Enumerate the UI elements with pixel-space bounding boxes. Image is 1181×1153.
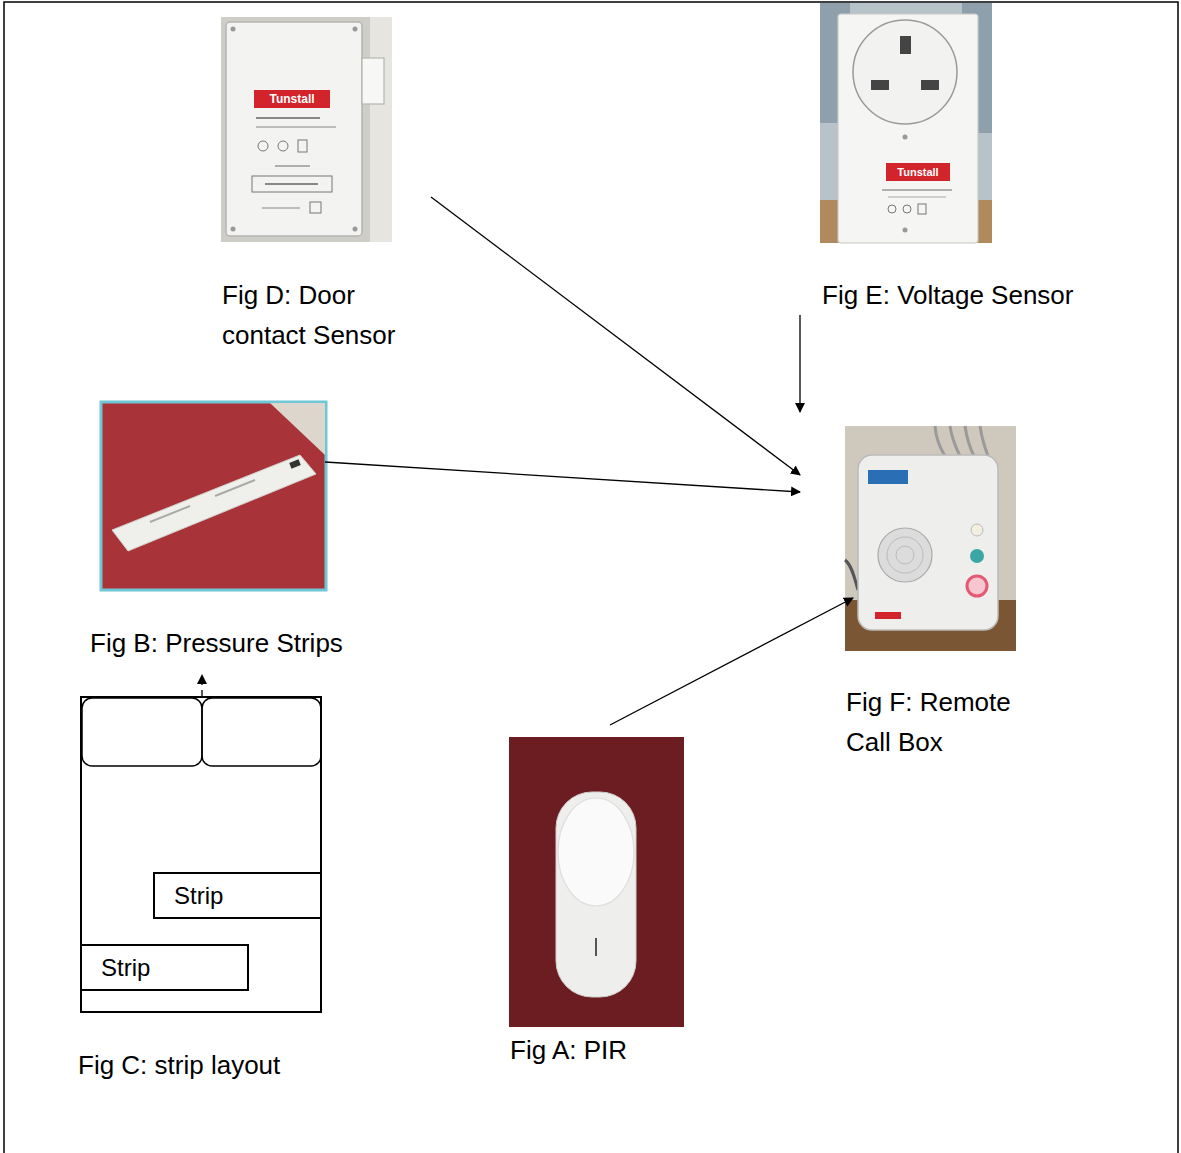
connector-arrow — [610, 598, 853, 725]
figure-caption: Fig D: Door contact Sensor — [222, 275, 415, 355]
pressure-strip-box: Strip — [80, 944, 249, 991]
pressure-strip-box: Strip — [153, 872, 322, 919]
bed-pillows — [82, 698, 321, 766]
call-box-photo — [845, 426, 1016, 651]
connector-arrow — [325, 462, 800, 492]
figure-box: Fig D: Door contact Sensor — [221, 17, 415, 355]
brand-label: Tunstall — [254, 90, 330, 108]
photo-area — [221, 17, 415, 242]
strip-label: Strip — [101, 954, 150, 982]
connector-arrow — [799, 315, 800, 412]
pressure-strip-photo — [101, 402, 326, 590]
bed-outline: Fig C: strip layoutStripStrip — [80, 696, 322, 1013]
figure-box: Fig F: Remote Call Box — [845, 426, 1034, 762]
figure-caption: Fig F: Remote Call Box — [846, 682, 1034, 762]
pir-photo — [509, 737, 684, 1027]
figure-box: Fig B: Pressure Strips — [90, 402, 359, 663]
figure-box: Fig A: PIR — [509, 737, 693, 1070]
connector-arrow — [201, 675, 202, 697]
voltage-sensor-photo — [820, 3, 992, 243]
connector-arrow — [431, 197, 800, 475]
figure-caption: Fig B: Pressure Strips — [90, 623, 359, 663]
figure-caption: Fig A: PIR — [510, 1030, 693, 1070]
figure-box: Fig E: Voltage Sensor — [820, 3, 1084, 315]
photo-area — [820, 3, 1084, 243]
photo-area — [509, 737, 693, 1027]
photo-area — [845, 426, 1034, 651]
brand-label: Tunstall — [886, 163, 950, 181]
door-sensor-photo — [221, 17, 392, 242]
figure-caption: Fig E: Voltage Sensor — [822, 275, 1084, 315]
strip-label: Strip — [174, 882, 223, 910]
photo-area — [90, 402, 359, 590]
page-frame — [4, 2, 1178, 1153]
figure-caption: Fig C: strip layout — [78, 1045, 280, 1085]
